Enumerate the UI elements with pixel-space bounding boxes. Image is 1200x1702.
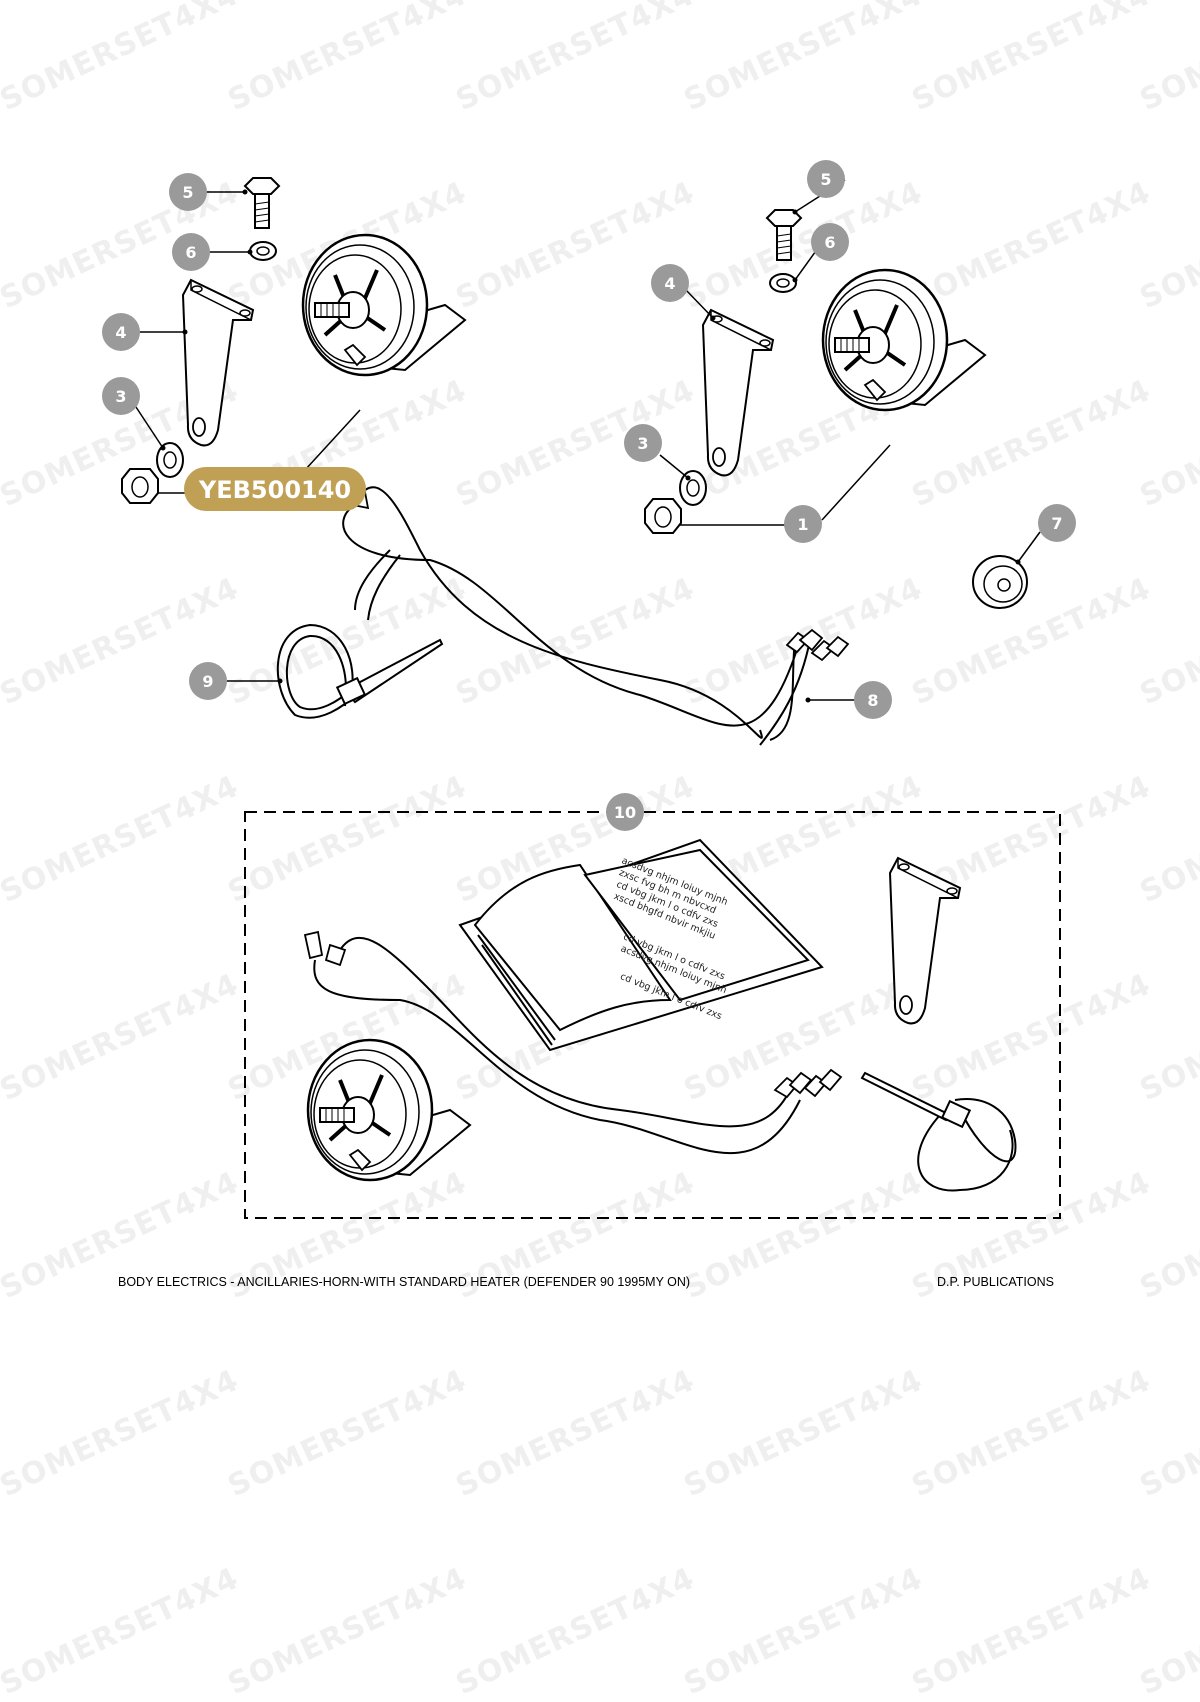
svg-text:4: 4 bbox=[115, 323, 126, 342]
diagram-title: BODY ELECTRICS - ANCILLARIES-HORN-WITH S… bbox=[118, 1275, 691, 1289]
svg-text:5: 5 bbox=[182, 183, 193, 202]
svg-text:10: 10 bbox=[614, 803, 636, 822]
svg-text:8: 8 bbox=[867, 691, 878, 710]
callout-10: 10 bbox=[606, 793, 644, 831]
publisher-label: D.P. PUBLICATIONS bbox=[937, 1275, 1054, 1289]
callout-4-left: 4 bbox=[102, 313, 140, 351]
callout-8: 8 bbox=[854, 681, 892, 719]
callout-4-right: 4 bbox=[651, 264, 689, 302]
callout-5-left: 5 bbox=[169, 173, 207, 211]
svg-text:7: 7 bbox=[1051, 514, 1062, 533]
part-number-label: YEB500140 bbox=[198, 476, 351, 504]
svg-text:3: 3 bbox=[115, 387, 126, 406]
svg-text:6: 6 bbox=[824, 233, 835, 252]
callout-6-left: 6 bbox=[172, 233, 210, 271]
callout-6-right: 6 bbox=[811, 223, 849, 261]
svg-text:1: 1 bbox=[797, 515, 808, 534]
svg-text:9: 9 bbox=[202, 672, 213, 691]
svg-text:5: 5 bbox=[820, 170, 831, 189]
callout-1: 1 bbox=[784, 505, 822, 543]
callout-3-left: 3 bbox=[102, 377, 140, 415]
svg-text:3: 3 bbox=[637, 434, 648, 453]
callout-3-right: 3 bbox=[624, 424, 662, 462]
part-number-highlight[interactable]: YEB500140 bbox=[158, 467, 366, 511]
callout-5-right: 5 bbox=[807, 160, 845, 198]
callout-7: 7 bbox=[1038, 504, 1076, 542]
svg-text:4: 4 bbox=[664, 274, 675, 293]
callout-9: 9 bbox=[189, 662, 227, 700]
svg-text:6: 6 bbox=[185, 243, 196, 262]
